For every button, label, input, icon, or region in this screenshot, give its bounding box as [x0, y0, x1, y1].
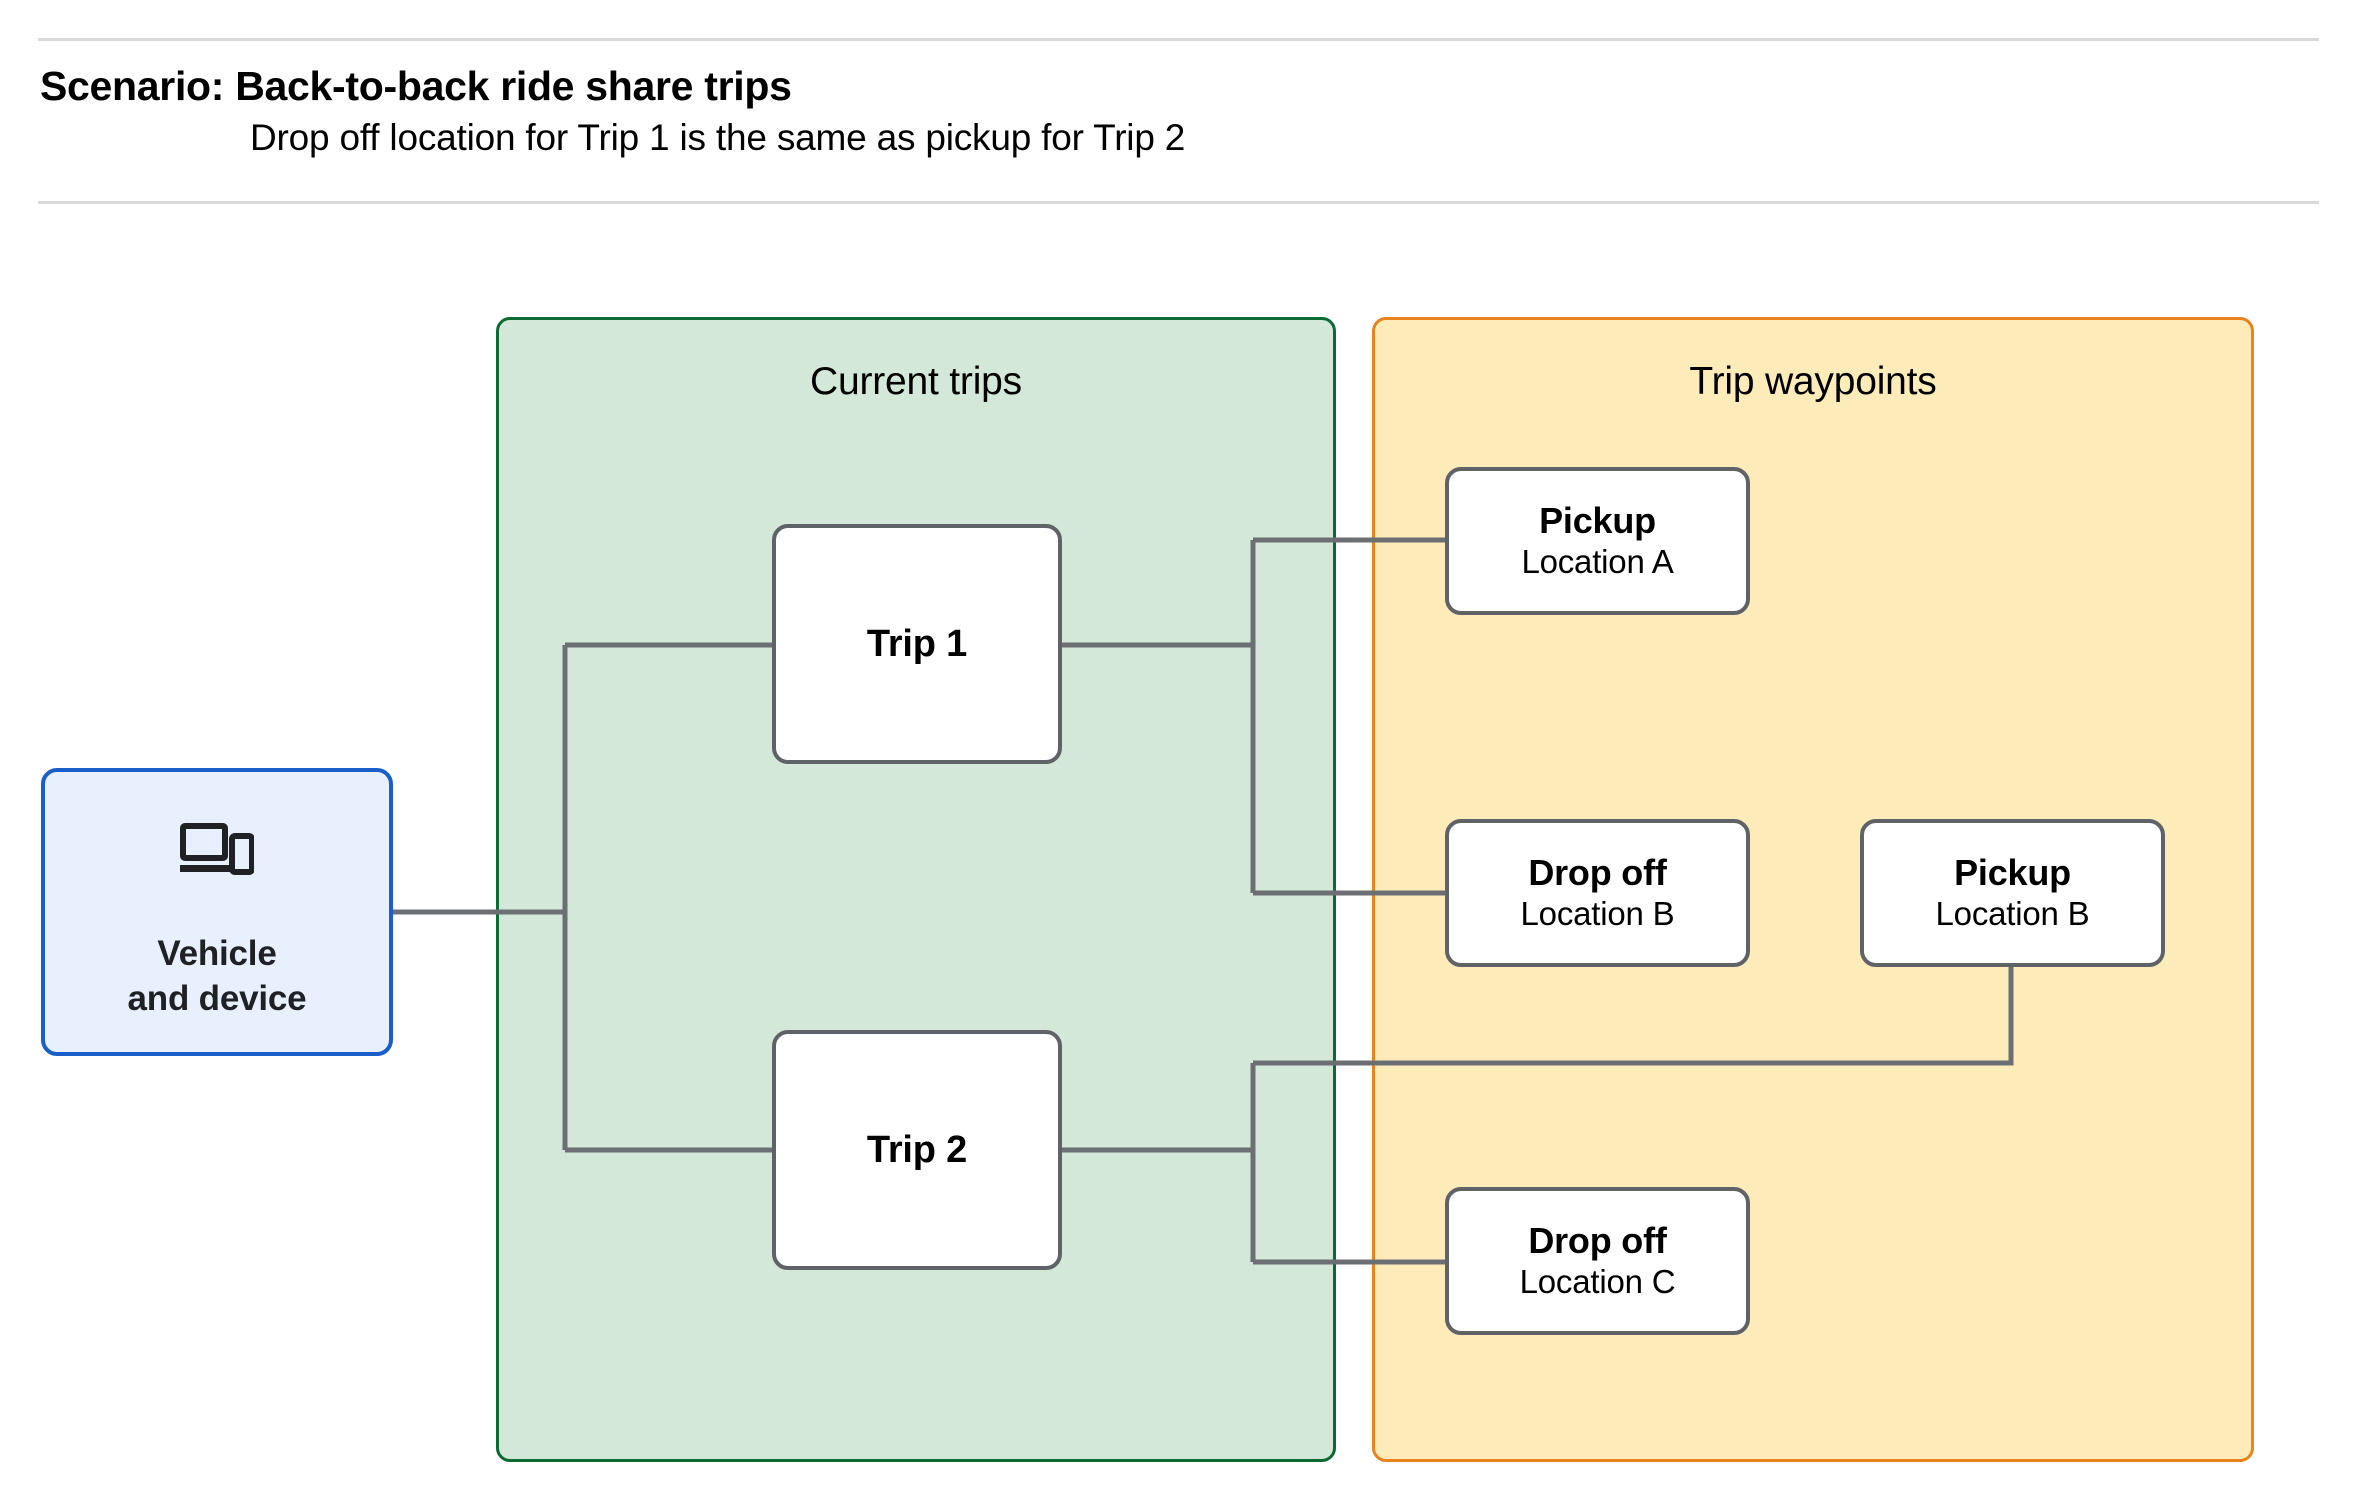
trip-1-node[interactable]: Trip 1 — [772, 524, 1062, 764]
waypoint-pickup-b-title: Pickup — [1954, 852, 2071, 894]
trip-2-label: Trip 2 — [866, 1128, 968, 1171]
waypoint-pickup-a-subtitle: Location A — [1521, 542, 1674, 580]
page-title: Scenario: Back-to-back ride share trips — [40, 63, 792, 109]
waypoint-pickup-location-b[interactable]: Pickup Location B — [1860, 819, 2165, 967]
trip-1-label: Trip 1 — [866, 622, 968, 665]
vehicle-and-device-node[interactable]: Vehicle and device — [41, 768, 393, 1056]
group-current-trips: Current trips — [496, 317, 1336, 1462]
page-subtitle: Drop off location for Trip 1 is the same… — [250, 117, 1186, 158]
group-current-trips-title: Current trips — [810, 360, 1022, 403]
waypoint-pickup-b-subtitle: Location B — [1935, 894, 2090, 932]
laptop-and-phone-icon — [180, 823, 254, 875]
waypoint-pickup-a-title: Pickup — [1539, 500, 1656, 542]
waypoint-dropoff-c-title: Drop off — [1528, 1220, 1667, 1262]
waypoint-dropoff-location-c[interactable]: Drop off Location C — [1445, 1187, 1750, 1335]
waypoint-dropoff-c-subtitle: Location C — [1519, 1262, 1676, 1300]
group-trip-waypoints-title: Trip waypoints — [1689, 360, 1937, 403]
header-divider-bottom — [38, 201, 2319, 204]
vehicle-and-device-label: Vehicle and device — [127, 934, 307, 1018]
trip-2-node[interactable]: Trip 2 — [772, 1030, 1062, 1270]
waypoint-pickup-location-a[interactable]: Pickup Location A — [1445, 467, 1750, 615]
waypoint-dropoff-b-subtitle: Location B — [1520, 894, 1675, 932]
waypoint-dropoff-location-b[interactable]: Drop off Location B — [1445, 819, 1750, 967]
header-divider-top — [38, 38, 2319, 41]
waypoint-dropoff-b-title: Drop off — [1528, 852, 1667, 894]
